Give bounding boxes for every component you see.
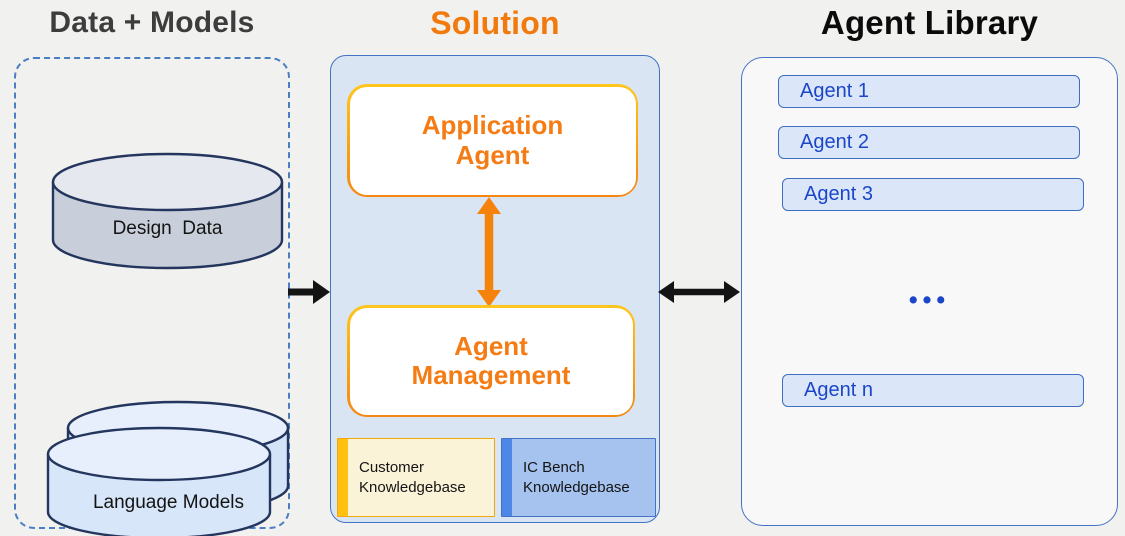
double-arrow-vertical-icon bbox=[477, 197, 501, 307]
double-arrow-horizontal-icon bbox=[658, 281, 740, 303]
application-agent-box: Application Agent bbox=[347, 84, 638, 197]
agent-1-chip: Agent 1 bbox=[778, 75, 1080, 108]
data-models-panel: Design Data Language Models bbox=[14, 57, 290, 536]
language-models-database: Language Models bbox=[46, 400, 291, 536]
agents-ellipsis: ••• bbox=[908, 286, 951, 314]
agent-n-chip: Agent n bbox=[782, 374, 1084, 407]
ic-bench-knowledgebase-label: IC Bench Knowledgebase bbox=[523, 459, 630, 496]
ic-bench-knowledgebase-accent-bar bbox=[502, 439, 512, 516]
arrow-right-icon bbox=[288, 280, 330, 304]
agent-management-box: Agent Management bbox=[347, 305, 635, 417]
database-cylinder-icon bbox=[51, 152, 284, 270]
customer-knowledgebase-box: Customer Knowledgebase bbox=[337, 438, 495, 517]
customer-knowledgebase-label: Customer Knowledgebase bbox=[359, 459, 466, 496]
solution-title: Solution bbox=[430, 5, 560, 41]
agent-library-panel: Agent 1 Agent 2 Agent 3 ••• Agent n bbox=[741, 57, 1118, 526]
solution-panel: Application Agent Agent Management Custo… bbox=[330, 55, 660, 523]
agent-3-chip: Agent 3 bbox=[782, 178, 1084, 211]
stacked-database-cylinder-icon bbox=[46, 400, 290, 536]
agent-library-title: Agent Library bbox=[820, 4, 1039, 41]
data-models-title: Data + Models bbox=[49, 6, 255, 39]
agent-management-label: Agent Management bbox=[411, 330, 571, 390]
application-agent-label: Application Agent bbox=[421, 110, 564, 170]
agent-management-box-inner: Agent Management bbox=[349, 307, 633, 415]
design-data-database: Design Data bbox=[51, 152, 284, 272]
design-data-label: Design Data bbox=[112, 218, 223, 239]
language-models-label: Language Models bbox=[92, 492, 245, 513]
agent-2-chip: Agent 2 bbox=[778, 126, 1080, 159]
customer-knowledgebase-accent-bar bbox=[338, 439, 348, 516]
application-agent-box-inner: Application Agent bbox=[349, 86, 636, 195]
ic-bench-knowledgebase-box: IC Bench Knowledgebase bbox=[501, 438, 656, 517]
